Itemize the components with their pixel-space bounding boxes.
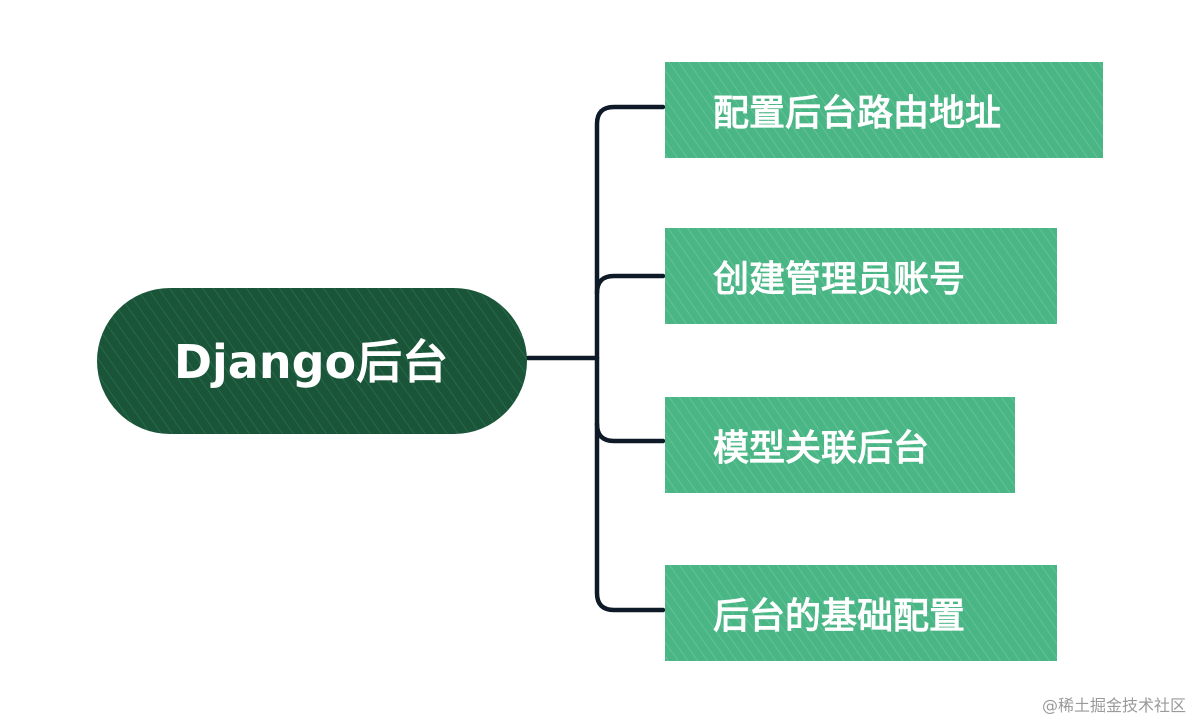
child-node-1-hatch xyxy=(665,62,1103,158)
child-node-1-label: 配置后台路由地址 xyxy=(713,93,1001,134)
connector-lines xyxy=(525,104,666,613)
child-node-4-label: 后台的基础配置 xyxy=(713,596,965,637)
child-node-3-hatch xyxy=(665,397,1015,493)
child-node-2-hatch xyxy=(665,228,1057,324)
child-node-2: 创建管理员账号 xyxy=(665,228,1057,324)
connector-trunk xyxy=(594,104,666,613)
watermark-text: @稀土掘金技术社区 xyxy=(1041,696,1186,715)
child-node-4: 后台的基础配置 xyxy=(665,565,1057,661)
root-node-hatch xyxy=(97,288,527,434)
child-node-3-label: 模型关联后台 xyxy=(713,428,929,469)
child-node-4-hatch xyxy=(665,565,1057,661)
root-node-label: Django后台 xyxy=(174,335,448,389)
child-node-3: 模型关联后台 xyxy=(665,397,1015,493)
root-node: Django后台 xyxy=(97,288,527,434)
connector-branch-2 xyxy=(594,273,666,296)
child-node-2-label: 创建管理员账号 xyxy=(713,259,965,300)
child-node-1: 配置后台路由地址 xyxy=(665,62,1103,158)
connector-branch-3 xyxy=(594,421,666,444)
